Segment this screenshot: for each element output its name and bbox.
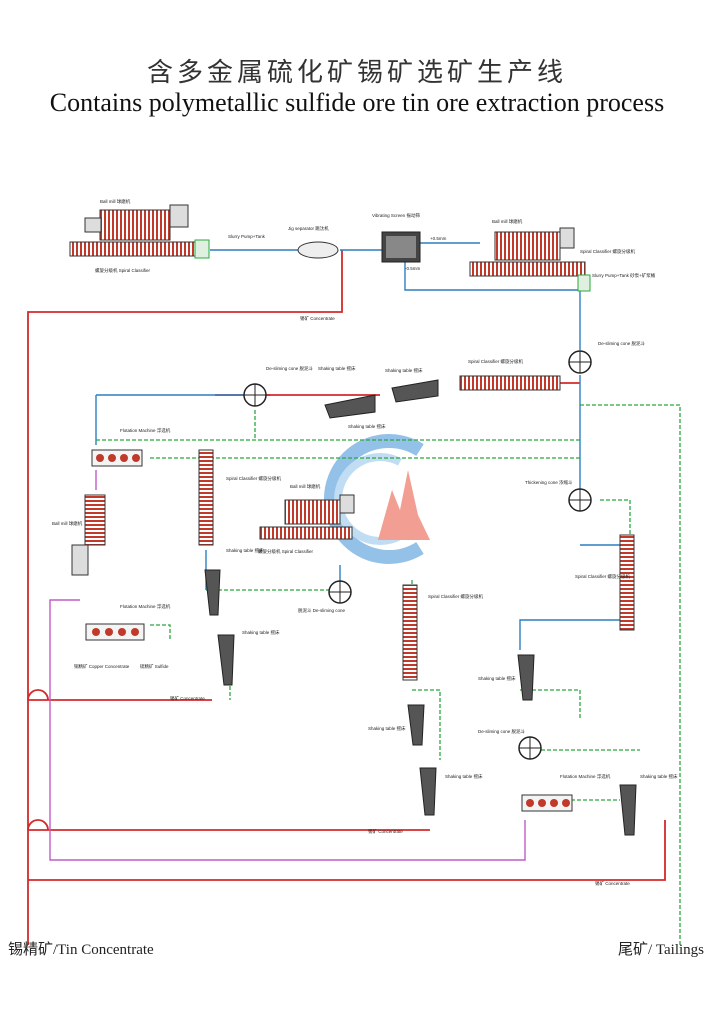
spiral-classifier-1 [69, 239, 210, 259]
label-spiral-6: Spiral Classifier 螺旋分级机 [428, 593, 484, 600]
label-slurry-pump-2: Slurry Pump+Tank 砂泵+矿浆桶 [592, 272, 656, 279]
label-thickening: Thickening cone 浓缩斗 [525, 479, 573, 486]
spiral-classifier-4 [198, 449, 214, 546]
flotation-machine-2 [85, 623, 145, 641]
shaking-table-g [419, 767, 437, 816]
shaking-table-i [619, 784, 637, 836]
tailings-output-label: 尾矿/ Tailings [617, 942, 704, 958]
jig-separator [297, 241, 339, 259]
vibrating-screen [381, 231, 421, 263]
desliming-cone-4 [518, 736, 542, 760]
watermark-logo [323, 434, 430, 564]
label-shaking-c: Shaking table 摇床 [348, 423, 386, 430]
shaking-table-b [391, 379, 439, 403]
shaking-table-h [517, 654, 535, 701]
flotation-machine-1 [91, 449, 143, 467]
label-desliming-2: De-sliming cone 脱泥斗 [266, 365, 314, 372]
thickening-cone [568, 488, 592, 512]
label-sulfide: 硫精矿 Sulfide [140, 663, 169, 670]
spiral-classifier-6 [402, 584, 418, 681]
label-vib-screen: Vibrating Screen 振动筛 [372, 212, 420, 219]
desliming-cone-3 [328, 580, 352, 604]
label-desliming-4: De-sliming cone 脱泥斗 [478, 728, 526, 735]
title-chinese: 含多金属硫化矿锡矿选矿生产线 [146, 58, 567, 88]
tin-concentrate-output-label: 锡精矿/Tin Concentrate [8, 942, 154, 958]
label-flotation-1: Flotation Machine 浮选机 [120, 427, 171, 434]
label-tin-conc-4: 锡矿 Concentrate [595, 880, 630, 887]
label-shaking-i: Shaking table 摇床 [640, 773, 678, 780]
shaking-table-e [217, 634, 235, 686]
ball-mill-4 [284, 494, 355, 525]
spiral-classifier-3 [459, 375, 561, 391]
label-size-minus: -0.5mm [405, 266, 421, 271]
label-jig: Jig separator 跳汰机 [288, 225, 329, 232]
label-shaking-h: Shaking table 摇床 [478, 675, 516, 682]
ball-mill-1 [84, 204, 189, 241]
desliming-cone-2 [243, 383, 267, 407]
tailing-lines [96, 404, 681, 945]
label-spiral-4: Spiral Classifier 螺旋分级机 [226, 475, 282, 482]
label-ball-mill-3: Ball mill 球磨机 [52, 520, 83, 527]
label-spiral-3: Spiral Classifier 螺旋分级机 [468, 358, 524, 365]
desliming-cone-1 [568, 350, 592, 374]
label-tin-conc-3: 锡矿 Concentrate [368, 828, 403, 835]
label-copper-conc: 铜精矿 Copper Concentrate [74, 663, 130, 670]
label-tin-conc-2: 锡矿 Concentrate [170, 695, 205, 702]
label-ball-mill-4: Ball mill 球磨机 [290, 483, 321, 490]
label-shaking-a: Shaking table 摇床 [318, 365, 356, 372]
label-flotation-2: Flotation Machine 浮选机 [120, 603, 171, 610]
label-slurry-pump-1: Slurry Pump+Tank [228, 234, 266, 239]
spiral-classifier-7 [619, 534, 635, 631]
label-spiral-5: 螺旋分级机 Spiral Classifier [258, 548, 314, 555]
title-english: Contains polymetallic sulfide ore tin or… [49, 88, 665, 117]
label-desliming-1: De-sliming cone 脱泥斗 [598, 340, 646, 347]
spiral-classifier-2 [469, 261, 591, 292]
label-shaking-e: Shaking table 摇床 [242, 629, 280, 636]
label-shaking-f: Shaking table 摇床 [368, 725, 406, 732]
ball-mill-2 [494, 227, 575, 261]
label-shaking-g: Shaking table 摇床 [445, 773, 483, 780]
spiral-classifier-5 [259, 526, 353, 540]
shaking-table-d [204, 569, 221, 616]
label-ball-mill-2: Ball mill 球磨机 [492, 218, 523, 225]
label-tin-conc-1: 锡矿 Concentrate [300, 315, 335, 322]
label-ball-mill-1: Ball mill 球磨机 [100, 198, 131, 205]
shaking-table-f [407, 704, 425, 746]
label-desliming-3: 脱泥斗 De-sliming cone [298, 607, 346, 614]
ball-mill-3 [71, 494, 106, 576]
label-shaking-d: Shaking table 摇床 [226, 547, 264, 554]
label-spiral-7: Spiral Classifier 螺旋分级机 [575, 573, 631, 580]
label-size-plus: +0.5mm [430, 236, 447, 241]
label-flotation-3: Flotation Machine 浮选机 [560, 773, 611, 780]
label-spiral-2: Spiral Classifier 螺旋分级机 [580, 248, 636, 255]
label-shaking-b: Shaking table 摇床 [385, 367, 423, 374]
label-spiral-1: 螺旋分级机 Spiral Classifier [95, 267, 151, 274]
copper-lines [49, 470, 526, 861]
flotation-machine-3 [521, 794, 573, 812]
shaking-table-a [324, 394, 376, 419]
